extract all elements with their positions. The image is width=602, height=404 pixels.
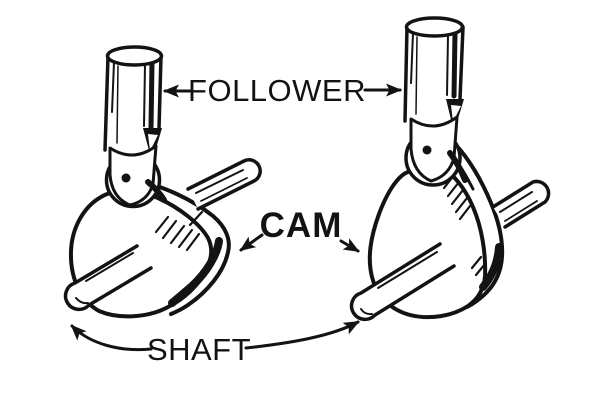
right-shaft <box>349 179 551 322</box>
right-follower-left-edge <box>403 25 409 123</box>
left-follower-right-edge <box>157 54 163 131</box>
right-shaft-end-detail <box>360 308 373 316</box>
right-mechanism <box>349 16 551 322</box>
right-follower-pivot <box>422 145 432 155</box>
left-follower-pivot <box>121 173 131 183</box>
left-follower-left-edge <box>103 54 110 152</box>
right-follower-right-edge <box>458 25 465 101</box>
shaft-label: SHAFT <box>147 332 251 367</box>
right-shaft-rear-highlight-2 <box>504 200 538 222</box>
right-cam-edge-shadow <box>479 243 503 291</box>
shaft-arrow-left <box>70 324 153 352</box>
shaft-arrow-right <box>244 320 360 350</box>
left-shaft-rod-rear <box>186 158 262 211</box>
right-cam-edge-band <box>453 142 505 309</box>
right-follower <box>403 16 468 187</box>
left-cam-edge-shadow <box>168 237 223 307</box>
left-shaft-rear-highlight-2 <box>200 177 248 202</box>
right-follower-highlight-1 <box>410 32 414 84</box>
left-mechanism <box>63 45 262 319</box>
right-follower-clevis <box>409 115 459 183</box>
left-cam-edge-band <box>134 179 231 316</box>
right-follower-shade-stripe <box>451 30 458 99</box>
left-follower-shade-stripe <box>148 59 155 130</box>
right-cam-roller-shadow <box>447 150 468 183</box>
left-cam-roller-shadow <box>145 179 167 203</box>
left-cam-hatching <box>154 210 204 252</box>
left-follower-highlight-2 <box>116 65 119 144</box>
left-shaft-rod-front <box>63 244 153 312</box>
right-shaft-rod-highlight <box>377 251 438 289</box>
left-shaft-end-detail <box>75 297 89 305</box>
left-follower-clevis <box>108 144 158 207</box>
right-follower-highlight-2 <box>415 36 418 115</box>
right-follower-top-face <box>404 16 465 38</box>
cam-arrow-left <box>239 233 264 252</box>
right-shaft-rod-front <box>349 242 456 322</box>
left-follower-notch-face <box>148 134 158 151</box>
cam-arrow-right <box>339 238 360 253</box>
right-shaft-rear-highlight <box>499 191 533 213</box>
left-follower-highlight-1 <box>111 61 115 113</box>
left-follower-shade-line <box>143 63 146 127</box>
cam-label: CAM <box>260 206 343 245</box>
left-shaft-rear-highlight <box>195 169 244 194</box>
left-follower <box>103 45 167 209</box>
annotations: FOLLOWER CAM SHAFT <box>70 73 402 367</box>
left-shaft <box>63 158 262 312</box>
left-follower-top-face <box>105 45 164 67</box>
right-shaft-rod-rear <box>491 179 551 229</box>
right-follower-shade-line <box>446 34 449 96</box>
follower-label: FOLLOWER <box>188 73 366 108</box>
left-shaft-rod-highlight <box>85 252 134 282</box>
